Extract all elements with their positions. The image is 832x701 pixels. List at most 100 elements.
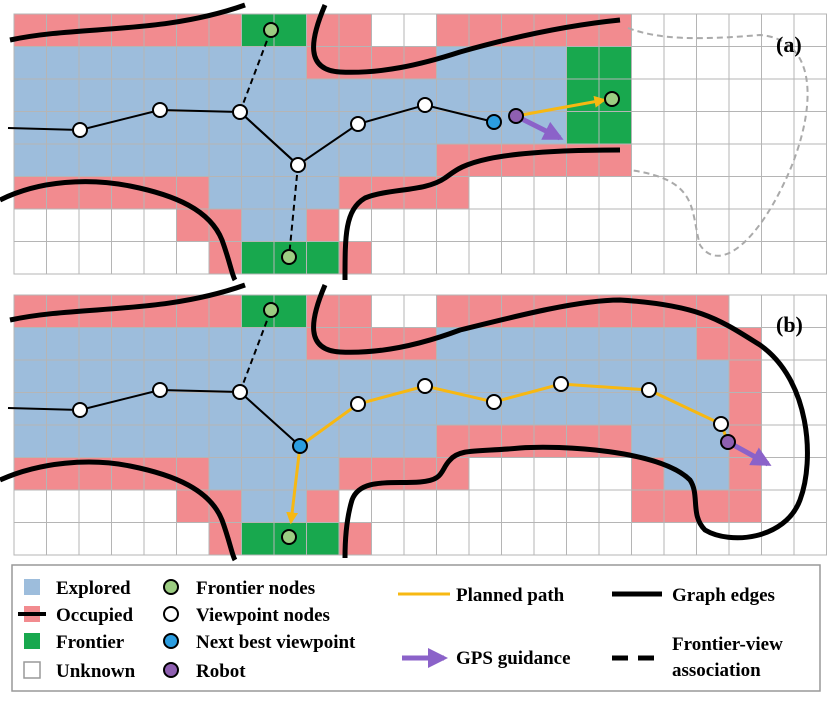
unknown-cell <box>793 241 827 275</box>
unknown-cell <box>371 208 405 242</box>
unknown-cell <box>13 522 47 556</box>
explored-cell <box>566 392 600 426</box>
frontier-cell <box>598 111 632 145</box>
unknown-cell <box>46 241 80 275</box>
explored-cell <box>403 392 437 426</box>
unknown-cell <box>663 143 697 177</box>
occupied-cell <box>13 294 47 328</box>
viewpoint-node <box>553 376 569 392</box>
explored-cell <box>338 424 372 458</box>
unknown-cell <box>13 241 47 275</box>
robot-node <box>720 434 736 450</box>
explored-cell <box>111 78 145 112</box>
planned-path <box>515 95 607 118</box>
explored-cell <box>176 111 210 145</box>
explored-cell <box>696 457 730 491</box>
explored-cell <box>403 424 437 458</box>
explored-cell <box>533 78 567 112</box>
unknown-cell <box>566 457 600 491</box>
occupied-cell <box>306 489 340 523</box>
unknown-cell <box>663 13 697 47</box>
explored-cell <box>338 143 372 177</box>
occupied-boundary <box>342 147 621 281</box>
panel-label-b: (b) <box>776 312 803 337</box>
unknown-cell <box>663 46 697 80</box>
unknown-cell <box>696 111 730 145</box>
explored-cell <box>696 359 730 393</box>
unknown-cell <box>371 522 405 556</box>
unknown-cell <box>728 13 762 47</box>
unknown-cell <box>403 13 437 47</box>
explored-cell <box>403 143 437 177</box>
occupied-boundary <box>9 2 246 43</box>
unknown-cell <box>468 489 502 523</box>
frontier-node <box>263 302 279 318</box>
frontier-cell <box>306 241 340 275</box>
explored-cell <box>598 392 632 426</box>
unknown-cell <box>46 522 80 556</box>
explored-cell <box>143 327 177 361</box>
explored-cell <box>241 208 275 242</box>
unknown-cell <box>696 13 730 47</box>
explored-cell <box>273 111 307 145</box>
explored-cell <box>533 327 567 361</box>
explored-cell <box>501 359 535 393</box>
legend-next-best-viewpoint: Next best viewpoint <box>196 632 356 653</box>
unknown-cell <box>143 241 177 275</box>
unknown-cell <box>793 13 827 47</box>
explored-cell <box>241 359 275 393</box>
occupied-cell <box>403 457 437 491</box>
occupied-cell <box>696 489 730 523</box>
unknown-cell <box>436 208 470 242</box>
unknown-cell <box>793 327 827 361</box>
unknown-cell <box>143 208 177 242</box>
occupied-cell <box>403 176 437 210</box>
overlay-a <box>0 2 809 282</box>
occupied-cell <box>143 13 177 47</box>
unknown-cell <box>663 241 697 275</box>
explored-cell <box>273 392 307 426</box>
unknown-cell <box>663 176 697 210</box>
explored-cell <box>436 392 470 426</box>
explored-cell <box>111 424 145 458</box>
unknown-cell <box>501 457 535 491</box>
unknown-cell <box>501 176 535 210</box>
next-best-viewpoint-swatch <box>163 633 179 649</box>
explored-cell <box>273 78 307 112</box>
unknown-cell <box>403 294 437 328</box>
explored-cell <box>176 359 210 393</box>
explored-cell <box>13 78 47 112</box>
occupied-cell <box>501 424 535 458</box>
legend-explored: Explored <box>56 578 131 599</box>
occupied-cell <box>436 294 470 328</box>
unknown-cell <box>468 241 502 275</box>
unknown-cell <box>566 176 600 210</box>
legend-border <box>11 564 821 692</box>
unknown-cell <box>728 46 762 80</box>
unknown-cell <box>793 522 827 556</box>
occupied-cell <box>728 489 762 523</box>
unknown-cell <box>468 208 502 242</box>
explored-cell <box>501 327 535 361</box>
unknown-region-boundary <box>627 27 809 257</box>
unknown-cell <box>631 241 665 275</box>
explored-cell <box>468 46 502 80</box>
legend: Explored Occupied Frontier Unknown Front… <box>11 564 821 692</box>
graph-edge <box>239 111 299 166</box>
occupied-cell <box>436 13 470 47</box>
unknown-cell <box>793 143 827 177</box>
unknown-cell <box>533 176 567 210</box>
unknown-cell <box>111 241 145 275</box>
unknown-cell <box>793 111 827 145</box>
unknown-cell <box>598 457 632 491</box>
explored-cell <box>371 143 405 177</box>
explored-cell <box>111 143 145 177</box>
occupied-cell <box>143 294 177 328</box>
viewpoint-node <box>417 97 433 113</box>
viewpoint-node-swatch <box>163 606 179 622</box>
explored-cell <box>241 78 275 112</box>
unknown-cell <box>728 208 762 242</box>
unknown-cell <box>533 457 567 491</box>
legend-frontier-view-line2: association <box>672 660 761 681</box>
viewpoint-node <box>72 122 88 138</box>
